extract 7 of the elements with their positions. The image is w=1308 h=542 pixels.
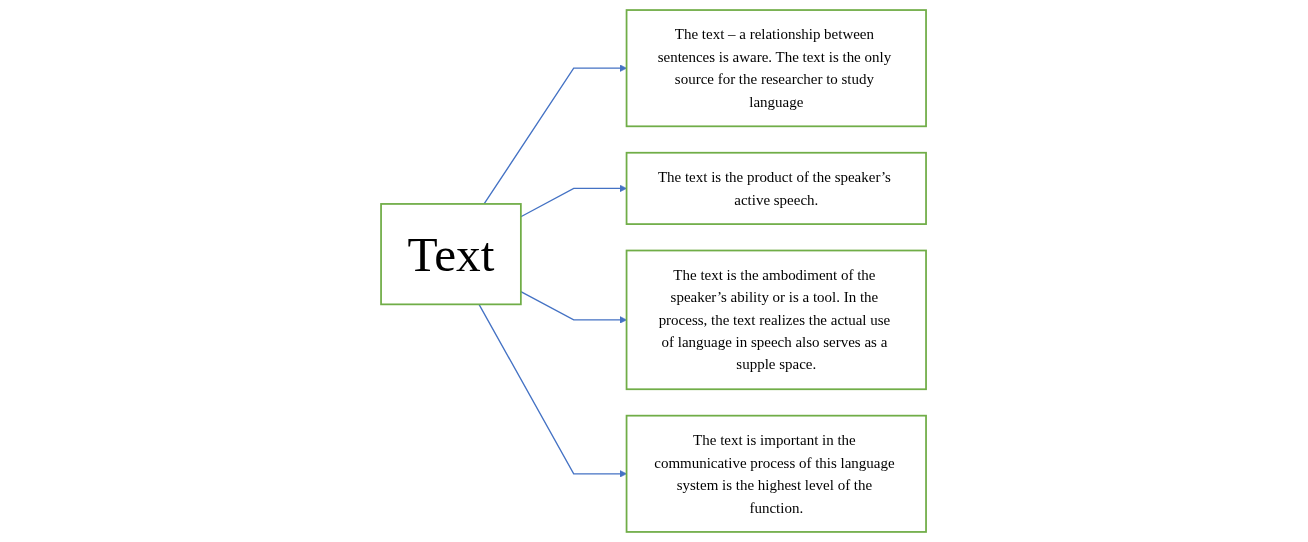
node-box: The text is the ambodiment of the speaker’s ability or is a tool. In the process, the text realizes the actual use of language in speech also serves as a supple space. — [626, 249, 928, 391]
node-box: Text — [380, 203, 523, 306]
arrow — [478, 303, 628, 478]
node-box: The text is the product of the speaker’s active speech. — [626, 151, 928, 225]
arrow — [483, 64, 628, 205]
node-box: The text is important in the communicative process of this language system is the highest level of the function. — [626, 414, 928, 533]
node-box: The text – a relationship between sentences is aware. The text is the only source for the researcher to study language — [626, 9, 928, 128]
